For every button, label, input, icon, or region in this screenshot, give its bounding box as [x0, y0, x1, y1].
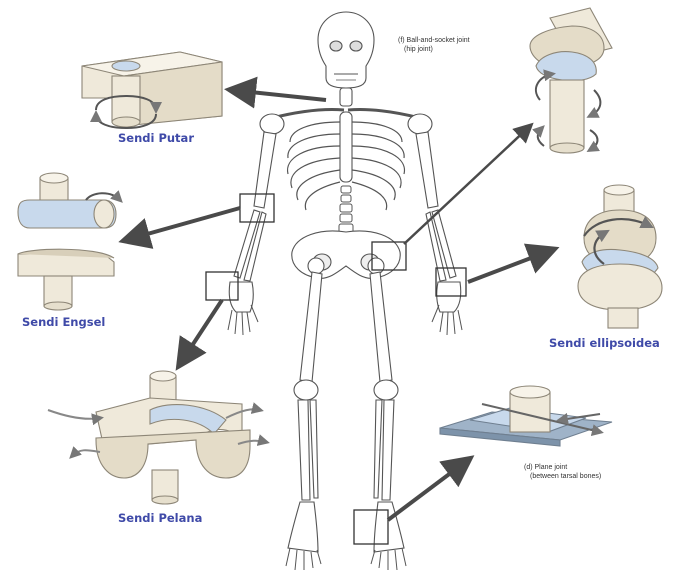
skull — [318, 12, 374, 88]
ellipsoid-joint-illustration — [578, 185, 662, 328]
saddle-joint-illustration — [48, 371, 266, 504]
plane-caption-1: (d) Plane joint — [524, 464, 567, 471]
arrow-to-plane — [388, 460, 468, 520]
pivot-label: Sendi Putar — [118, 131, 194, 145]
ball-socket-joint-illustration — [530, 8, 612, 153]
pointer-arrows — [126, 90, 552, 520]
hinge-joint-illustration — [18, 173, 120, 310]
ball-socket-caption-2: (hip joint) — [404, 46, 433, 53]
arrow-to-ellipsoid — [468, 250, 552, 282]
ellipsoid-label: Sendi ellipsoidea — [549, 336, 660, 350]
arrow-to-saddle — [180, 300, 222, 364]
plane-joint-illustration — [440, 386, 612, 446]
hinge-label: Sendi Engsel — [22, 315, 105, 329]
plane-caption-2: (between tarsal bones) — [530, 473, 601, 480]
saddle-label: Sendi Pelana — [118, 511, 202, 525]
pivot-joint-illustration — [82, 52, 222, 128]
ball-socket-caption-1: (f) Ball-and-socket joint — [398, 37, 470, 44]
arrow-to-hinge — [126, 208, 240, 240]
arrow-to-pivot — [232, 90, 326, 100]
skeleton — [228, 12, 462, 570]
